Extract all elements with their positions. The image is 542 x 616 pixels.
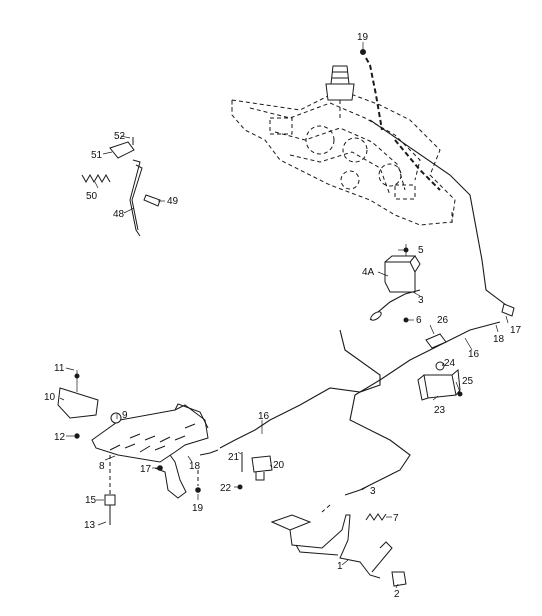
brake-cable	[219, 329, 381, 449]
callout-6: 6	[416, 315, 422, 326]
transaxle-assembly	[231, 49, 456, 226]
callout-15: 15	[85, 495, 97, 506]
callout-12: 12	[54, 432, 66, 443]
callout-labels: 52 51 50 48 49 19 5 4A 3 6 17 26 18 16 2…	[44, 32, 522, 600]
bracket-4a	[384, 244, 421, 323]
callout-48: 48	[113, 209, 125, 220]
callout-18-right: 18	[493, 334, 505, 345]
callout-5: 5	[418, 245, 424, 256]
callout-25: 25	[462, 376, 474, 387]
callout-50: 50	[86, 191, 98, 202]
callout-9: 9	[122, 410, 128, 421]
callout-16-left: 16	[258, 411, 270, 422]
parts-48-52	[81, 137, 161, 237]
callout-13: 13	[84, 520, 96, 531]
callout-3-lower: 3	[370, 486, 376, 497]
callout-51: 51	[91, 150, 103, 161]
callout-21: 21	[228, 452, 240, 463]
callout-26: 26	[437, 315, 449, 326]
callout-19-top: 19	[357, 32, 369, 43]
foot-plate-assembly	[57, 370, 209, 525]
callout-7: 7	[393, 513, 399, 524]
drive-cable	[344, 321, 501, 496]
callout-19-bottom: 19	[192, 503, 204, 514]
callout-8: 8	[99, 461, 105, 472]
bracket-20-assembly	[237, 452, 273, 490]
callout-23: 23	[434, 405, 446, 416]
callout-16-right: 16	[468, 349, 480, 360]
cable-ferrule-upper	[370, 311, 382, 321]
callout-24: 24	[444, 358, 456, 369]
callout-22: 22	[220, 483, 232, 494]
rod-end-17	[501, 303, 515, 317]
pedal-assembly	[270, 504, 407, 587]
callout-1: 1	[337, 561, 343, 572]
callout-18-left: 18	[189, 461, 201, 472]
callout-4a: 4A	[362, 267, 375, 278]
callout-3-upper: 3	[418, 295, 424, 306]
cable-end-left	[199, 449, 219, 456]
callout-52: 52	[114, 131, 126, 142]
control-rod-dash	[394, 139, 441, 191]
callout-49: 49	[167, 196, 179, 207]
leader-lines	[59, 42, 509, 589]
callout-11: 11	[54, 363, 65, 374]
bracket-23-assembly	[417, 333, 463, 401]
callout-10: 10	[44, 392, 56, 403]
callout-17-right: 17	[510, 325, 522, 336]
callout-20: 20	[273, 460, 285, 471]
control-rod	[369, 119, 511, 309]
callout-2: 2	[394, 589, 400, 600]
callout-17-left: 17	[140, 464, 152, 475]
